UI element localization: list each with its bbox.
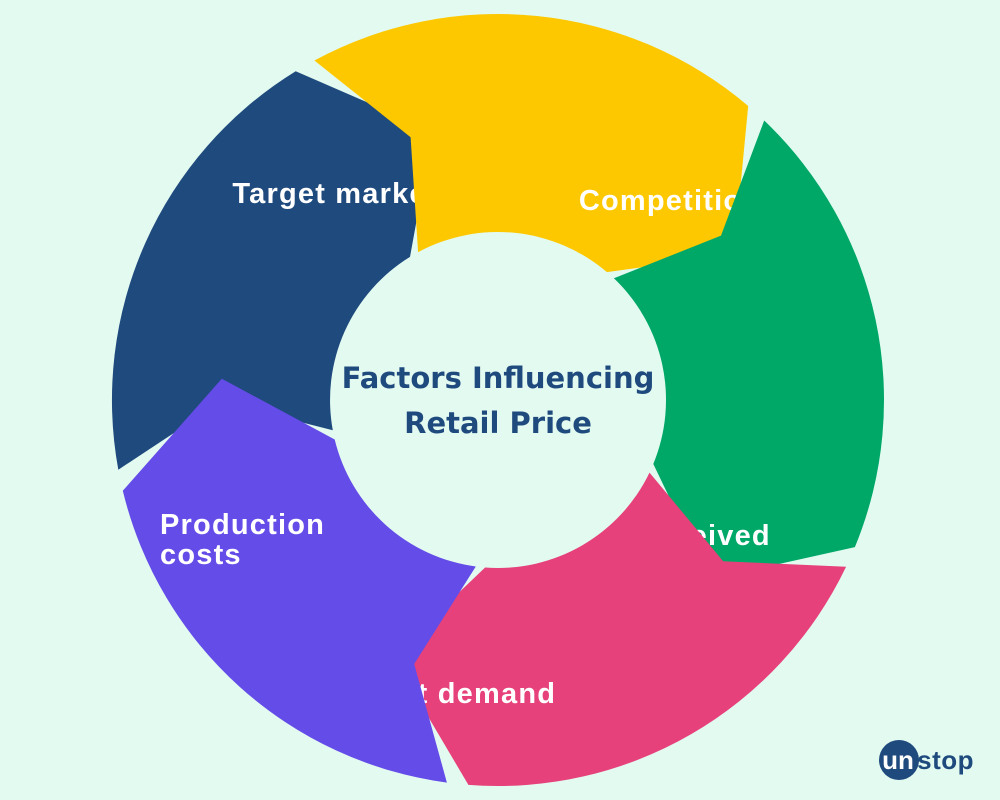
logo-wordmark: stop [917, 744, 974, 775]
segment-arrow-perceived-value [613, 120, 885, 580]
segment-label-line: costs [160, 539, 242, 571]
segment-arrow-market-demand [392, 472, 847, 787]
segment-label-target-market: Target market [232, 178, 437, 210]
segment-arrow-target-market [111, 71, 433, 470]
segment-label-line: Production [160, 509, 325, 541]
segment-arrow-competition [314, 13, 749, 273]
diagram-title-line: Retail Price [404, 406, 592, 440]
segment-label-competition: Competition [579, 185, 761, 217]
segment-competition: Competition [314, 13, 761, 273]
segment-label-line: Target market [232, 178, 437, 210]
segment-label-line: Competition [579, 185, 761, 217]
segment-target-market: Target market [111, 71, 437, 470]
diagram-title-line: Factors Influencing [342, 361, 655, 395]
logo-badge: un [879, 740, 920, 780]
unstop-logo: un stop [879, 738, 974, 782]
segment-arrow-production-costs [122, 378, 476, 783]
